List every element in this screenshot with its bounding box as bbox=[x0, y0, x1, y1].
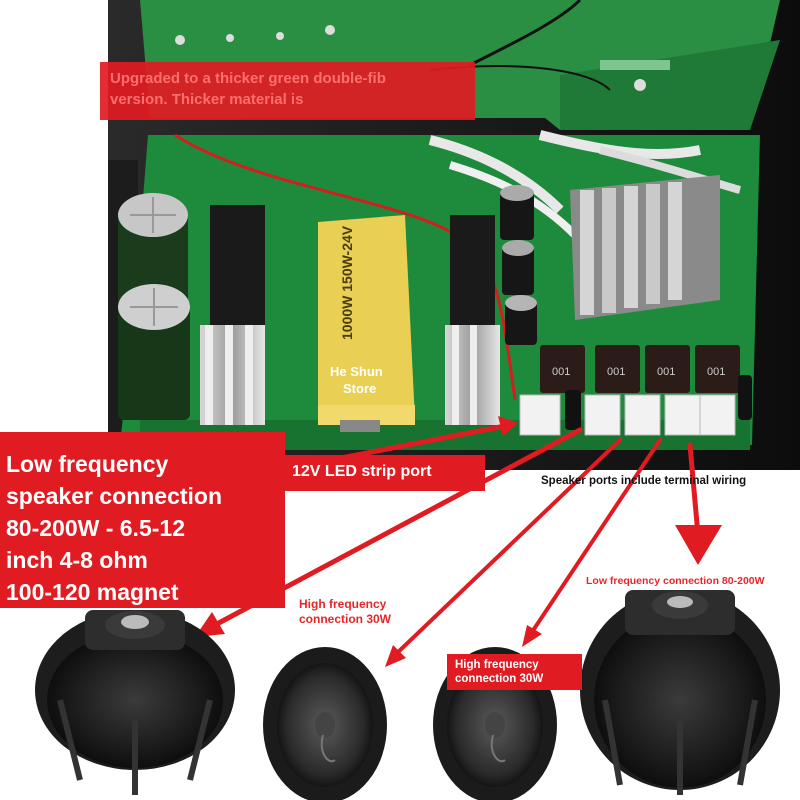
speaker-ports-label: Speaker ports include terminal wiring bbox=[541, 475, 747, 487]
middle-heatsink bbox=[445, 215, 500, 425]
arrow-low-freq-right-head bbox=[675, 525, 722, 565]
output-modules: 001 001 001 001 bbox=[540, 345, 740, 393]
low-frequency-callout-line-4: inch 4-8 ohm bbox=[6, 547, 148, 573]
transformer: 1000W 150W-24V bbox=[318, 215, 415, 432]
arrow-led-port-head bbox=[498, 416, 518, 436]
low-frequency-callout-line-5: 100-120 magnet bbox=[6, 579, 179, 605]
arrow-high-freq-2 bbox=[528, 438, 662, 637]
low-frequency-callout-line-2: speaker connection bbox=[6, 483, 223, 509]
low-frequency-right-label: Low frequency connection 80-200W bbox=[586, 575, 765, 587]
left-heatsinks bbox=[200, 205, 265, 425]
high-frequency-2-label-line-2: connection 30W bbox=[455, 673, 544, 685]
filter-capacitors bbox=[118, 193, 190, 420]
module-marking-4: 001 bbox=[707, 366, 725, 378]
right-heatsink bbox=[570, 175, 720, 320]
ribbon-cables bbox=[428, 130, 741, 238]
arrow-low-freq-left-head bbox=[195, 612, 225, 637]
arrow-low-freq-right bbox=[687, 442, 701, 538]
terminal-connectors bbox=[519, 375, 752, 436]
arrow-high-freq-1-head bbox=[385, 645, 406, 667]
led-port-callout-box bbox=[285, 455, 485, 491]
led-port-label: 12V LED strip port bbox=[292, 463, 432, 480]
low-frequency-callout-line-3: 80-200W - 6.5-12 bbox=[6, 515, 185, 541]
high-frequency-2-label-line-1: High frequency bbox=[455, 659, 539, 671]
tweeter-1 bbox=[263, 647, 387, 800]
low-frequency-callout-line-1: Low frequency bbox=[6, 451, 169, 477]
store-watermark-line-2: Store bbox=[343, 381, 377, 396]
transformer-marking: 1000W 150W-24V bbox=[339, 225, 355, 340]
arrow-high-freq-2-head bbox=[522, 625, 542, 647]
high-frequency-1-label-line-2: connection 30W bbox=[299, 612, 392, 626]
module-marking-2: 001 bbox=[607, 366, 625, 378]
upgrade-banner bbox=[100, 62, 475, 120]
amp-capacitors bbox=[500, 185, 537, 345]
high-frequency-2-callout-box bbox=[447, 654, 582, 690]
upgrade-text-line-1: Upgraded to a thicker green double-fib bbox=[110, 70, 386, 87]
module-marking-1: 001 bbox=[552, 366, 570, 378]
woofer-left bbox=[35, 610, 235, 795]
module-marking-3: 001 bbox=[657, 366, 675, 378]
woofer-right bbox=[580, 590, 780, 795]
store-watermark-line-1: He Shun bbox=[330, 364, 383, 379]
high-frequency-1-label-line-1: High frequency bbox=[299, 597, 387, 611]
arrow-high-freq-1 bbox=[393, 438, 622, 657]
upgrade-text-line-2: version. Thicker material is bbox=[110, 91, 304, 108]
low-frequency-callout-box bbox=[0, 432, 285, 608]
